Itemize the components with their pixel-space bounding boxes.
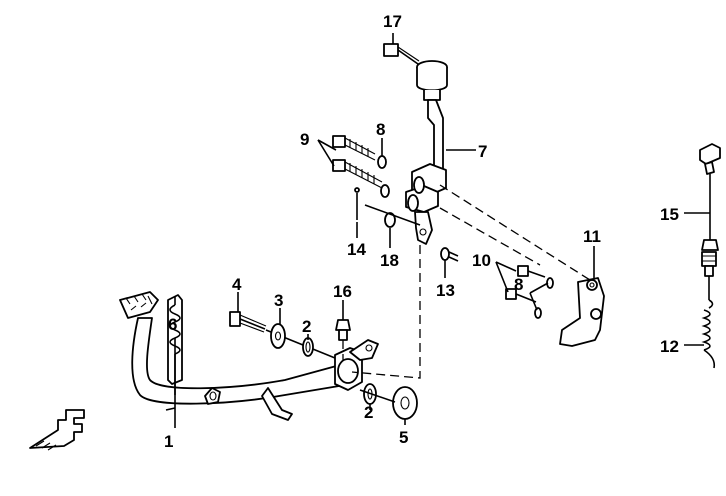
callout-15: 15 <box>660 205 679 224</box>
cotter-pin-part <box>354 187 360 220</box>
washer-part <box>270 323 286 349</box>
reservoir-bolt-part <box>383 43 420 65</box>
leader-lines <box>165 33 710 428</box>
callout-8-upper: 8 <box>376 120 385 139</box>
grease-fitting-part <box>335 319 351 360</box>
callout-3: 3 <box>274 291 283 310</box>
callout-10: 10 <box>472 251 491 270</box>
callout-2-upper: 2 <box>302 317 311 336</box>
mounting-bracket-part <box>559 277 605 347</box>
bracket-bolt-upper-part <box>517 265 546 278</box>
callout-14: 14 <box>347 240 366 259</box>
callout-7: 7 <box>478 142 487 161</box>
bracket-washer-lower-part <box>534 307 542 319</box>
washer-upper-part <box>377 155 387 169</box>
clevis-pin-part <box>440 247 459 262</box>
front-direction-arrow-icon: F <box>29 409 85 451</box>
callout-6: 6 <box>168 315 177 334</box>
callout-9: 9 <box>300 130 309 149</box>
o-ring-part <box>302 337 314 357</box>
brake-pedal-part <box>119 291 379 421</box>
callout-1: 1 <box>164 432 173 451</box>
callout-18: 18 <box>380 251 399 270</box>
pin-washer-part <box>384 212 396 228</box>
mount-bolt-upper-part <box>332 135 376 161</box>
mount-bolt-lower-part <box>332 159 383 189</box>
callout-4: 4 <box>232 275 242 294</box>
brake-switch-part <box>699 143 721 300</box>
master-cylinder-part <box>405 60 448 245</box>
washer-lower-part <box>380 184 390 198</box>
callout-labels: 1 2 2 3 4 5 6 7 8 8 9 10 11 12 13 14 15 … <box>164 12 679 451</box>
callout-5: 5 <box>399 428 408 447</box>
callout-11: 11 <box>583 227 601 246</box>
callout-8-right: 8 <box>514 275 523 294</box>
pivot-bolt-part <box>229 311 267 333</box>
callout-16: 16 <box>333 282 352 301</box>
callout-13: 13 <box>436 281 455 300</box>
callout-17: 17 <box>383 12 402 31</box>
callout-2-lower: 2 <box>364 403 373 422</box>
switch-spring-part <box>701 299 716 369</box>
plate-washer-part <box>392 386 418 420</box>
callout-12: 12 <box>660 337 679 356</box>
